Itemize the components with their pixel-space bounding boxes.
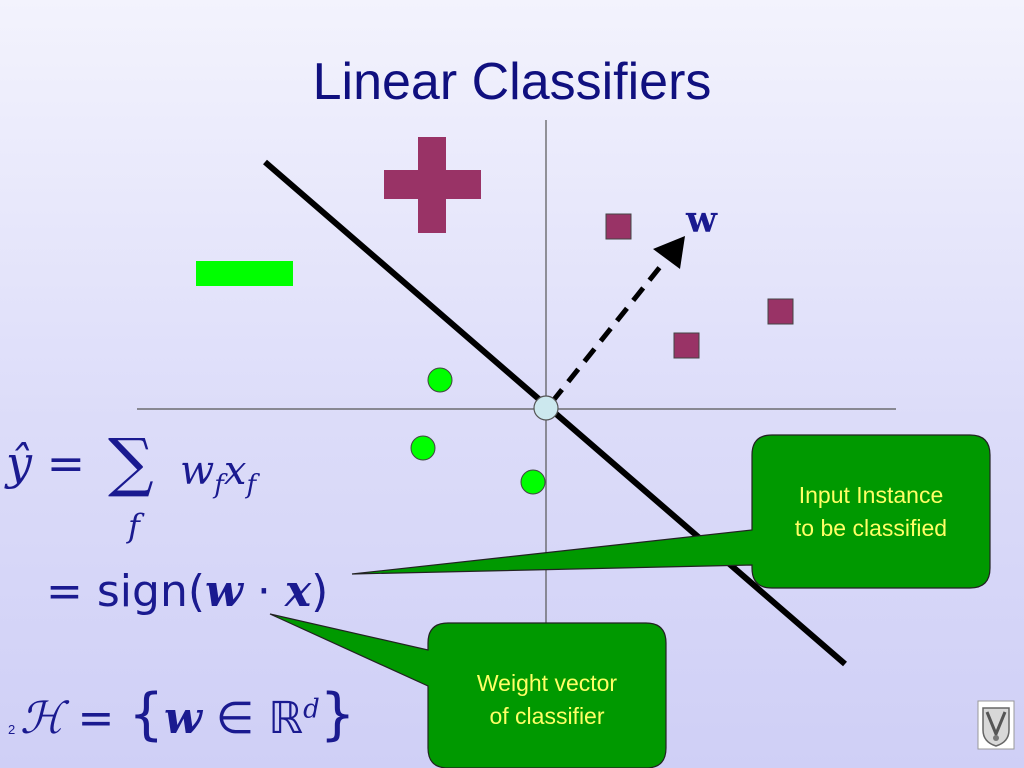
- slide-number: 2: [8, 722, 16, 737]
- hypothesis-equals: =: [77, 693, 115, 744]
- weight-vector-callout-text: Weight vector of classifier: [428, 667, 666, 733]
- weight-vector-arrowhead: [653, 236, 685, 269]
- sum-index: f: [128, 507, 140, 545]
- weight-vector-arrow: [550, 260, 666, 404]
- hypothesis-symbol: ℋ: [20, 693, 64, 744]
- hypothesis-close-brace: }: [319, 682, 356, 747]
- hypothesis-reals: ℝ: [268, 693, 304, 744]
- equation-sign: = sign(w · x): [46, 566, 328, 617]
- hypothesis-dimension: d: [303, 694, 320, 725]
- hypothesis-w: w: [164, 693, 202, 744]
- sign-dot: ·: [256, 566, 271, 617]
- minus-sign-icon: [196, 261, 293, 286]
- hypothesis-in: ∈: [215, 693, 255, 744]
- sign-close: ): [311, 566, 329, 617]
- positive-example: [605, 213, 632, 240]
- weighted-sum-term: wfxf: [180, 448, 257, 500]
- positive-example: [767, 298, 794, 325]
- weight-vector-line2: of classifier: [489, 703, 605, 729]
- input-instance-line1: Input Instance: [798, 482, 944, 508]
- weight-vector-line1: Weight vector: [476, 670, 618, 696]
- sign-w: w: [205, 566, 243, 617]
- input-instance-callout-text: Input Instance to be classified: [752, 479, 990, 545]
- university-logo-icon: [977, 700, 1015, 750]
- sign-equals: =: [46, 566, 83, 617]
- positive-example: [673, 332, 700, 359]
- plus-sign-icon: [384, 137, 481, 233]
- sign-function: sign(: [96, 566, 206, 617]
- negative-example: [410, 435, 436, 461]
- sum-symbol: ∑: [108, 426, 154, 500]
- sign-x: x: [284, 566, 312, 617]
- equation-hypothesis-space: ℋ = {w ∈ ℝd}: [20, 682, 355, 747]
- input-instance-point: [533, 395, 559, 421]
- weight-label: w: [685, 199, 718, 241]
- yhat-equals: ŷ =: [6, 436, 86, 490]
- equation-prediction: ŷ =: [6, 436, 85, 490]
- slide-title: Linear Classifiers: [312, 53, 712, 111]
- negative-example: [427, 367, 453, 393]
- negative-example: [520, 469, 546, 495]
- hypothesis-open-brace: {: [128, 682, 164, 747]
- input-instance-callout: [351, 434, 991, 589]
- input-instance-line2: to be classified: [794, 515, 948, 541]
